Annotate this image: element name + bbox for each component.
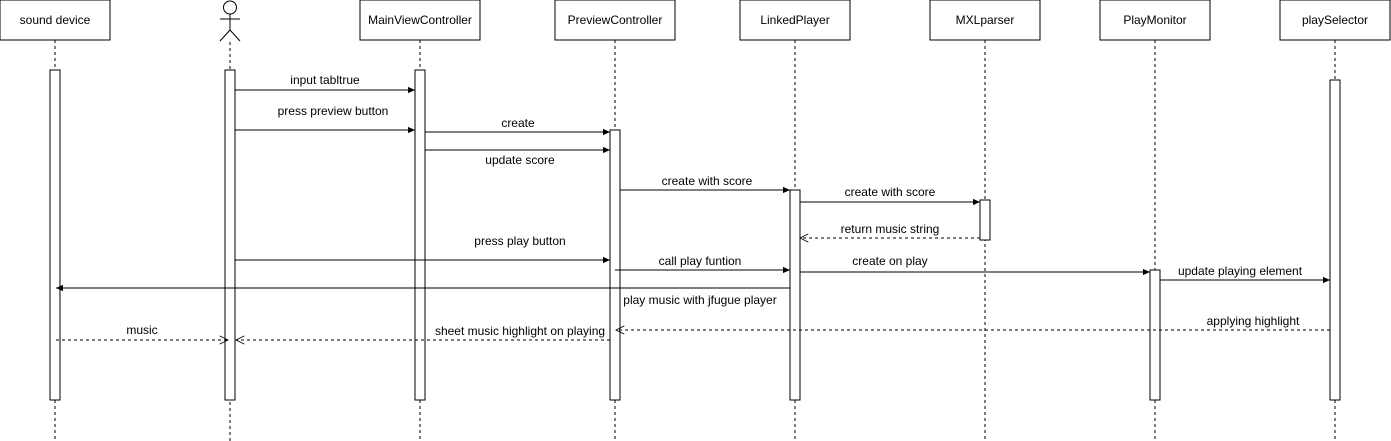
message-label: create with score xyxy=(662,174,753,188)
message-label: play music with jfugue player xyxy=(623,293,776,307)
participant-label: sound device xyxy=(20,13,91,27)
participant-actor[interactable] xyxy=(219,0,241,42)
message-update-score[interactable]: update score xyxy=(425,146,610,167)
activation-mxl xyxy=(979,199,991,241)
message-press-play-button[interactable]: press play button xyxy=(235,234,610,264)
message-label: update playing element xyxy=(1178,264,1303,278)
participant-label: LinkedPlayer xyxy=(760,13,829,27)
message-return-music-string[interactable]: return music string xyxy=(800,222,980,238)
message-label: applying highlight xyxy=(1207,314,1300,328)
participant-label: PlayMonitor xyxy=(1123,13,1186,27)
message-create-with-score-mxl[interactable]: create with score xyxy=(800,185,980,206)
participant-sound[interactable]: sound device xyxy=(0,0,111,41)
message-label: input tabltrue xyxy=(290,73,360,87)
message-create-on-play[interactable]: create on play xyxy=(800,254,1150,276)
activation-preview xyxy=(609,129,621,401)
message-label: music xyxy=(126,323,157,337)
message-sheet-music-highlight[interactable]: sheet music highlight on playing xyxy=(236,324,610,340)
message-create-with-score-linked[interactable]: create with score xyxy=(620,174,790,194)
message-label: update score xyxy=(485,153,555,167)
participant-label: MainViewController xyxy=(368,13,472,27)
participant-selector[interactable]: playSelector xyxy=(1279,0,1391,41)
participant-label: PreviewController xyxy=(568,13,663,27)
activation-monitor xyxy=(1149,269,1161,401)
participant-mxl[interactable]: MXLparser xyxy=(929,0,1041,41)
activation-actor xyxy=(224,69,236,401)
message-music[interactable]: music xyxy=(56,323,228,340)
actor-head xyxy=(223,0,237,15)
activation-linked xyxy=(789,189,801,401)
participant-main[interactable]: MainViewController xyxy=(359,0,481,41)
message-press-preview-button[interactable]: press preview button xyxy=(235,104,415,134)
actor-leg-left xyxy=(219,29,231,42)
participant-label: MXLparser xyxy=(956,13,1015,27)
message-create[interactable]: create xyxy=(425,116,610,136)
message-input-tabltrue[interactable]: input tabltrue xyxy=(235,73,415,94)
participant-label: playSelector xyxy=(1302,13,1368,27)
message-label: press preview button xyxy=(278,104,389,118)
message-label: create with score xyxy=(845,185,936,199)
participant-linked[interactable]: LinkedPlayer xyxy=(739,0,851,41)
activation-sound xyxy=(49,69,61,401)
message-label: sheet music highlight on playing xyxy=(435,324,605,338)
message-applying-highlight[interactable]: applying highlight xyxy=(616,314,1330,330)
message-label: create xyxy=(501,116,535,130)
message-label: create on play xyxy=(852,254,927,268)
activation-selector xyxy=(1329,79,1341,401)
message-label: press play button xyxy=(474,234,565,248)
participant-preview[interactable]: PreviewController xyxy=(554,0,676,41)
message-call-play-function[interactable]: call play funtion xyxy=(615,254,790,274)
actor-leg-right xyxy=(229,29,241,42)
message-label: return music string xyxy=(841,222,940,236)
message-update-playing-element[interactable]: update playing element xyxy=(1160,264,1330,284)
message-label: call play funtion xyxy=(659,254,742,268)
activation-main xyxy=(414,69,426,401)
message-play-music[interactable]: play music with jfugue player xyxy=(56,284,790,307)
participant-monitor[interactable]: PlayMonitor xyxy=(1099,0,1211,41)
